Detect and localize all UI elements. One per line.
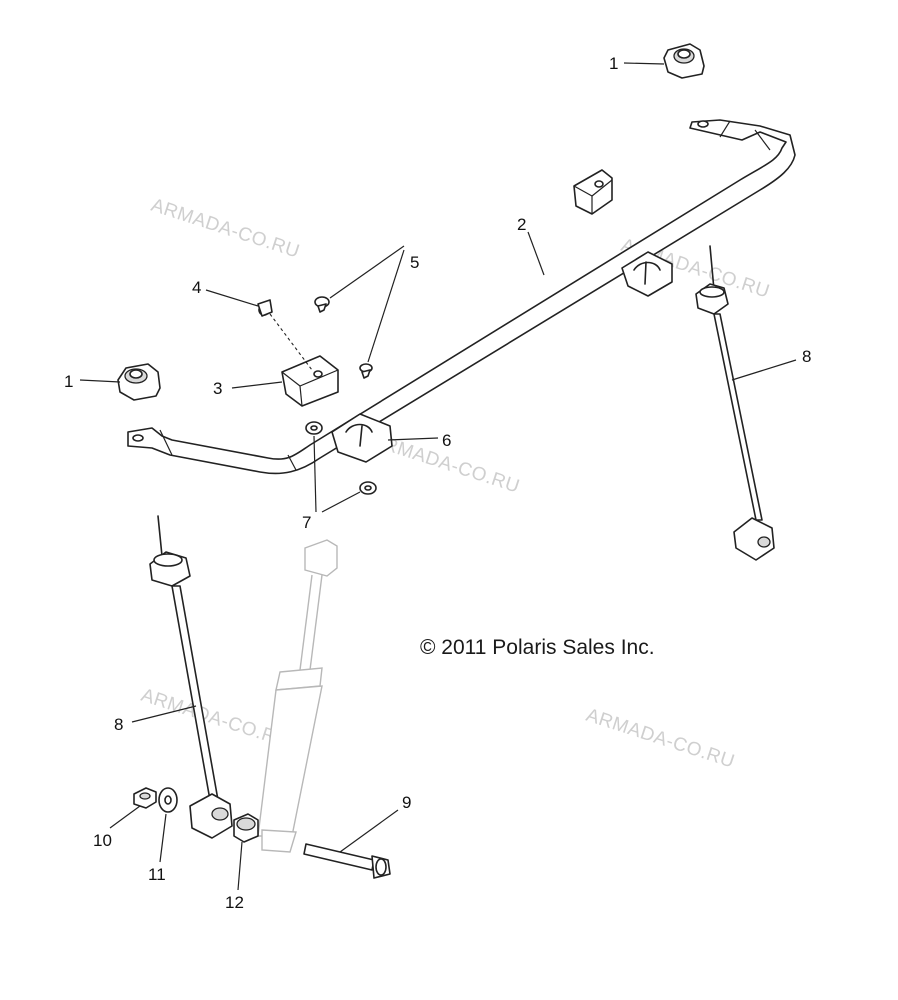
leader-lines: [79, 62, 797, 891]
copyright-notice: © 2011 Polaris Sales Inc.: [420, 636, 655, 659]
washer-11: [158, 787, 178, 813]
bolt-9: [303, 843, 391, 879]
callout-1-top: 1: [609, 54, 618, 73]
clamp-bracket-left: [281, 355, 339, 407]
spacer-12: [233, 813, 259, 843]
screw-4: [257, 299, 313, 371]
callout-7: 7: [302, 513, 311, 532]
callout-6: 6: [442, 431, 451, 450]
callout-8-left: 8: [114, 715, 123, 734]
bar-bushing-lower: [331, 413, 393, 463]
callout-1-left: 1: [64, 372, 73, 391]
shock-absorber-ghost: [257, 539, 338, 853]
callout-2: 2: [517, 215, 526, 234]
washer-7-right: [359, 481, 377, 495]
screw-5-lower: [359, 363, 373, 379]
bushing-top-right: [663, 43, 705, 79]
callout-9: 9: [402, 793, 411, 812]
watermark-1: ARMADA-CO.RU: [148, 195, 302, 263]
stabilizer-bar: [127, 119, 796, 475]
link-rod-right: [695, 245, 775, 561]
callout-12: 12: [225, 893, 244, 912]
callout-3: 3: [213, 379, 222, 398]
washer-7-left: [305, 421, 323, 435]
bar-bushing-upper: [621, 251, 673, 297]
callout-11: 11: [148, 865, 166, 884]
callout-4: 4: [192, 278, 201, 297]
bushing-left: [117, 363, 161, 401]
callout-8-right: 8: [802, 347, 811, 366]
screw-5-upper: [314, 296, 330, 313]
link-rod-left: [149, 515, 233, 839]
clamp-bracket-right: [573, 169, 613, 215]
nut-10: [133, 787, 157, 809]
callout-10: 10: [93, 831, 112, 850]
watermark-5: ARMADA-CO.RU: [583, 705, 737, 773]
callout-5: 5: [410, 253, 419, 272]
